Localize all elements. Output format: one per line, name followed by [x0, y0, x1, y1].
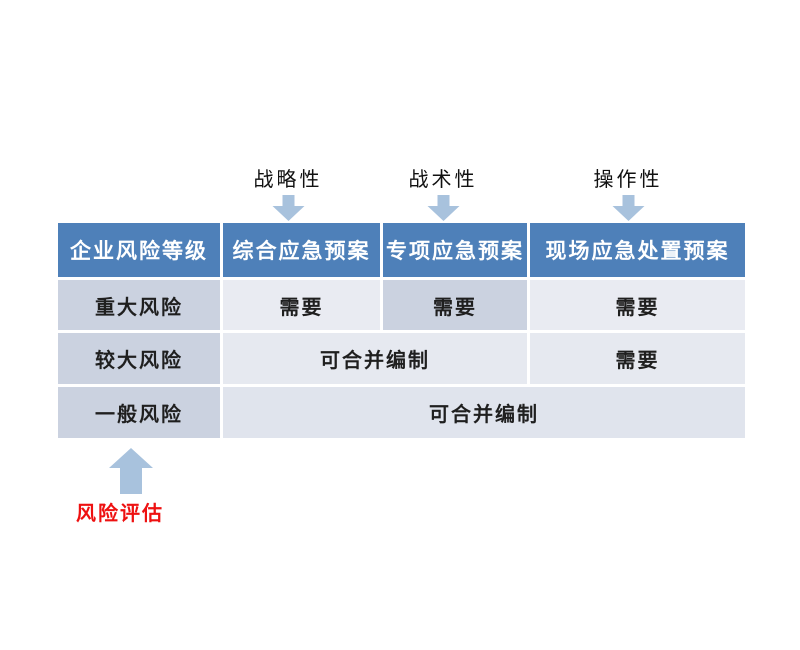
row-level-cell: 一般风险 — [58, 387, 220, 438]
down-arrow-icon — [272, 195, 304, 221]
header-cell-risk-level: 企业风险等级 — [58, 223, 220, 277]
up-arrow-icon — [109, 448, 153, 494]
operational-label: 操作性 — [593, 167, 663, 191]
merged-table-cell: 可合并编制 — [223, 333, 527, 384]
down-arrow-icon — [612, 195, 644, 221]
merged-table-cell: 可合并编制 — [223, 387, 745, 438]
strategic-label: 战略性 — [253, 167, 323, 191]
header-cell-comprehensive: 综合应急预案 — [223, 223, 380, 277]
row-level-cell: 较大风险 — [58, 333, 220, 384]
tactical-label: 战术性 — [408, 167, 478, 191]
annotation-strategic: 战略性 — [254, 163, 323, 221]
header-cell-onsite: 现场应急处置预案 — [530, 223, 745, 277]
table-cell: 需要 — [223, 280, 380, 330]
table-cell: 需要 — [530, 280, 745, 330]
risk-assessment-label: 风险评估 — [76, 501, 164, 525]
row-level-cell: 重大风险 — [58, 280, 220, 330]
down-arrow-icon — [427, 195, 459, 221]
risk-table: 企业风险等级 综合应急预案 专项应急预案 现场应急处置预案 重大风险 需要 需要… — [58, 223, 745, 438]
annotation-tactical: 战术性 — [409, 163, 478, 221]
header-cell-special: 专项应急预案 — [383, 223, 527, 277]
table-cell: 需要 — [383, 280, 527, 330]
annotation-operational: 操作性 — [594, 163, 663, 221]
table-cell: 需要 — [530, 333, 745, 384]
